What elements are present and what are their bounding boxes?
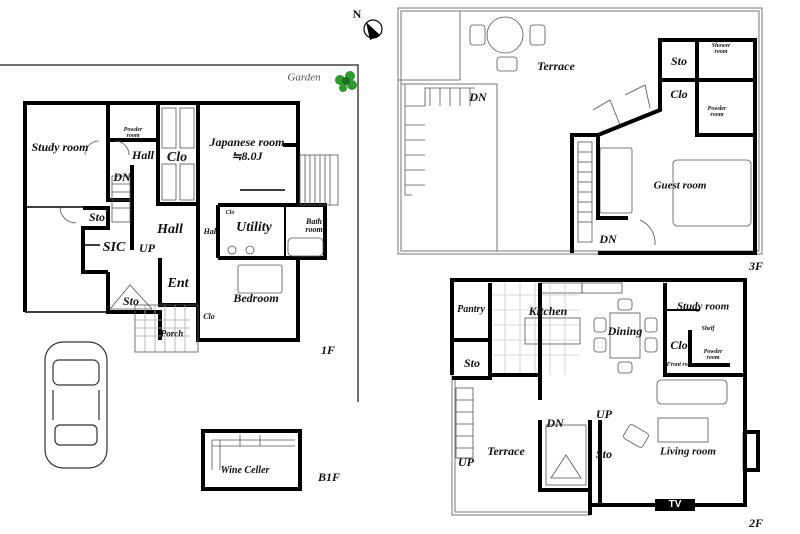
room-label-study-room: Study room: [31, 140, 89, 154]
floor-3f-walls: [397, 7, 763, 255]
room-label-guest-room: Guest room: [653, 179, 707, 192]
room-label-powder-room-3f: Powder room: [707, 106, 727, 118]
floor-b1f-walls: [201, 429, 302, 491]
stair-up-label-terrace: UP: [458, 455, 474, 469]
room-label-powder-room: Powder room: [123, 127, 143, 139]
garden-plant-icon: [335, 71, 357, 92]
room-label-storage: Sto: [88, 210, 106, 224]
floor-label-3f: 3F: [748, 259, 764, 273]
room-label-bath-room: Bath room: [305, 217, 323, 234]
floor-label-b1f: B1F: [317, 470, 341, 484]
room-label-terrace-3f: Terrace: [537, 59, 575, 73]
stair-up-label: UP: [139, 241, 155, 255]
stair-up-label-2f: UP: [596, 407, 612, 421]
stair-dn-label-3f-left: DN: [469, 90, 487, 104]
room-label-living-room: Living room: [660, 445, 716, 458]
floor-label-2f: 2F: [748, 516, 764, 530]
stair-dn-label-3f-right: DN: [599, 232, 617, 246]
room-label-porch: Porch: [160, 328, 184, 339]
floor-1f-details: [59, 107, 339, 353]
room-label-utility: Utility: [236, 220, 272, 235]
room-label-shower-room: Shower room: [711, 43, 731, 55]
stair-dn-label-2f: DN: [546, 416, 564, 430]
room-label-closet: Clo: [166, 150, 188, 165]
room-label-storage-2f: Sto: [463, 356, 481, 370]
room-size-japanese-room: ≒8.0J: [231, 149, 263, 163]
compass-icon: [363, 19, 383, 40]
room-label-wine-cellar: Wine Celler: [220, 465, 270, 476]
room-label-terrace-2f: Terrace: [487, 444, 525, 458]
room-label-shelf: Shelf: [701, 326, 715, 332]
room-label-hall: Hall: [131, 148, 155, 162]
site-boundary: [0, 64, 359, 402]
room-label-bedroom-closet: Clo: [203, 312, 215, 321]
floor-label-1f: 1F: [320, 343, 336, 357]
garden-label: Garden: [287, 71, 321, 84]
tv-label: TV: [668, 499, 682, 510]
compass-north-label: N: [352, 7, 362, 21]
room-label-closet-2f: Clo: [670, 338, 688, 352]
room-label-bedroom: Bedroom: [233, 291, 279, 305]
room-label-storage-lower: Sto: [122, 294, 140, 308]
room-label-front-room: Front room: [666, 362, 696, 368]
room-label-storage-center: Sto: [595, 447, 613, 461]
car-icon: [44, 341, 108, 469]
room-label-utility-closet: Clo: [225, 210, 235, 216]
room-label-kitchen: Kitchen: [528, 304, 568, 318]
room-label-japanese-room: Japanese room: [209, 135, 285, 149]
floor-2f-walls: [450, 278, 760, 516]
room-label-storage-3f: Sto: [670, 54, 688, 68]
room-label-hall-center: Hall: [157, 222, 183, 237]
stair-dn-label: DN: [113, 170, 131, 184]
room-label-powder-room-2f: Powder room: [703, 349, 723, 361]
room-label-pantry: Pantry: [457, 304, 485, 315]
room-label-study-room-2f: Study room: [676, 300, 730, 313]
room-label-sic: SIC: [102, 240, 126, 255]
room-label-hall-small: Hall: [203, 227, 219, 236]
room-label-dining: Dining: [607, 324, 643, 338]
room-label-entrance: Ent: [167, 276, 189, 291]
room-label-closet-3f: Clo: [670, 87, 688, 101]
